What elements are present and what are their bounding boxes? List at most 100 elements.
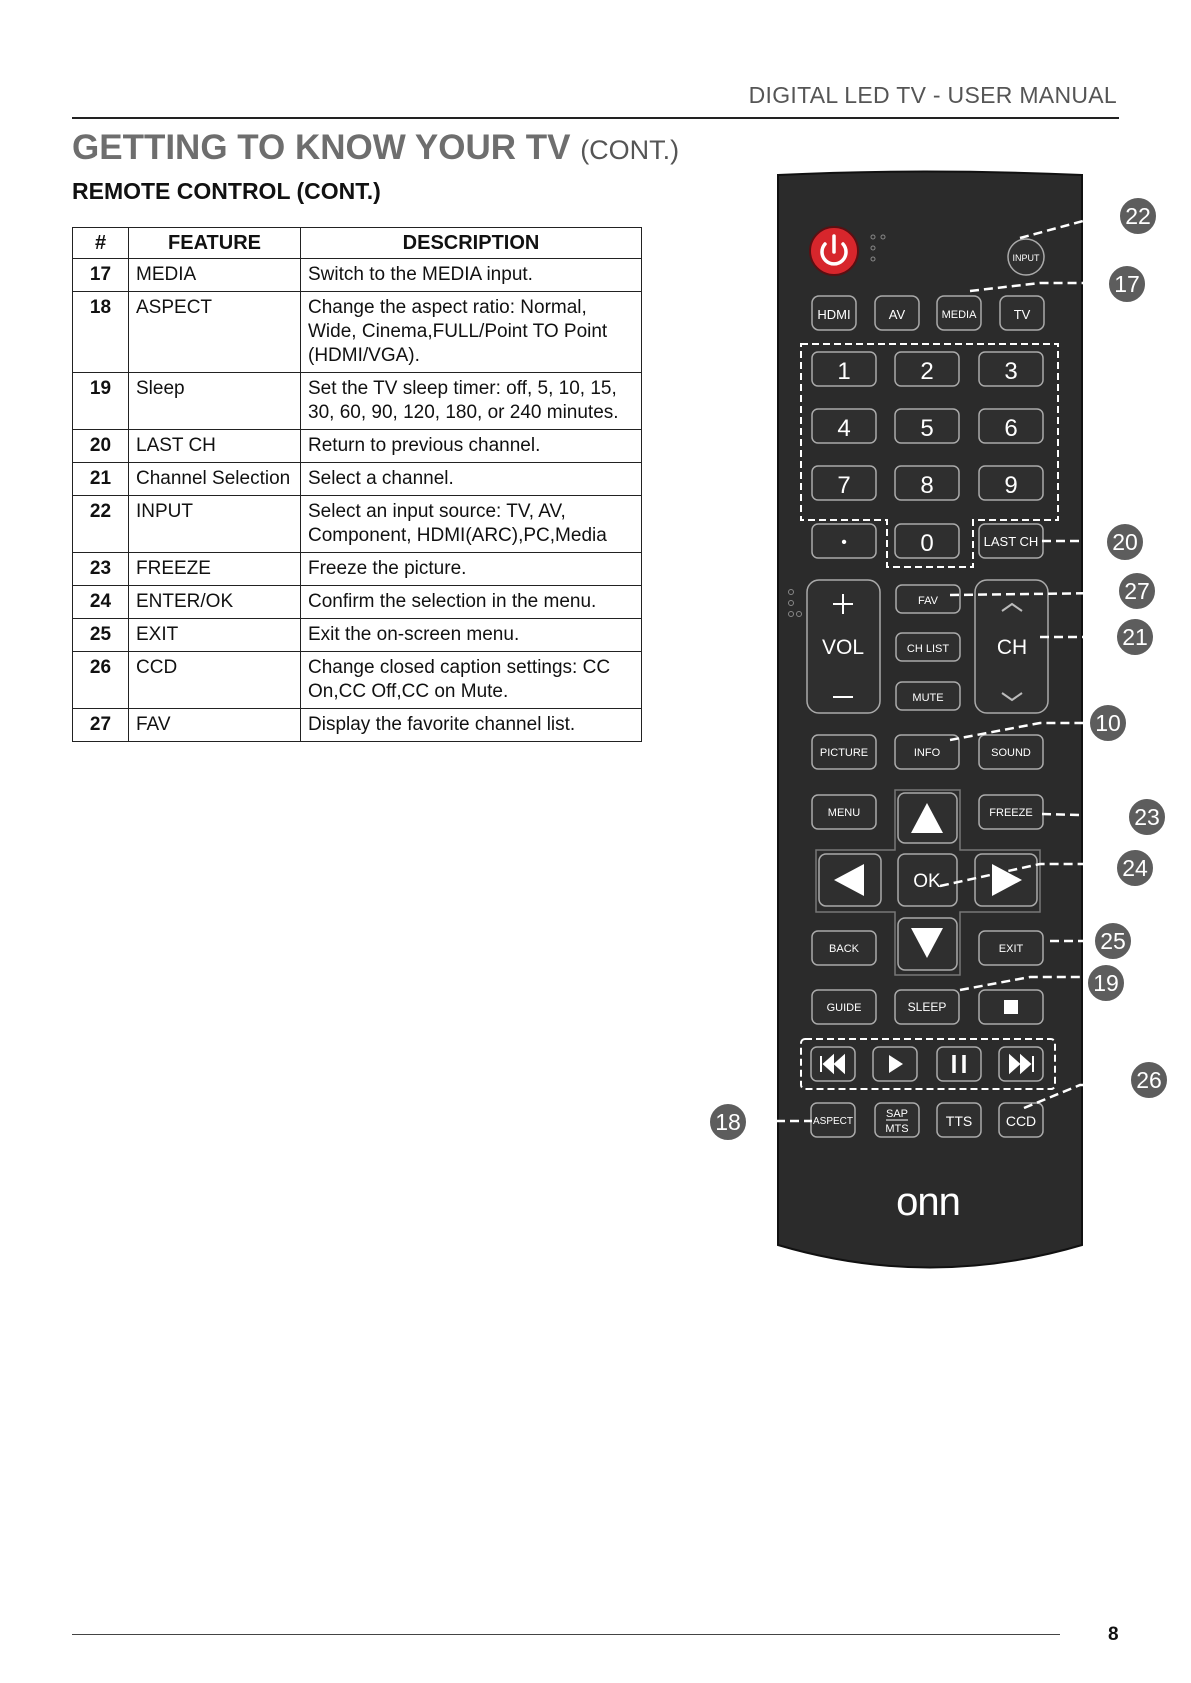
last-ch-label: LAST CH: [984, 534, 1039, 549]
media-button: MEDIA: [936, 295, 982, 331]
brand-logo: onn: [896, 1180, 960, 1224]
callout-23: 23: [1127, 797, 1167, 837]
menu-button: MENU: [811, 794, 877, 830]
number-5-button: 5: [894, 408, 960, 444]
svg-text:18: 18: [715, 1109, 741, 1135]
right-arrow-button: [974, 853, 1038, 907]
aspect-button: ASPECT: [810, 1102, 856, 1138]
ch-list-button: CH LIST: [895, 632, 961, 662]
number-5-label: 5: [920, 415, 933, 442]
row-description: Set the TV sleep timer: off, 5, 10, 15, …: [300, 372, 642, 430]
vol-label: VOL: [822, 636, 864, 659]
row-description: Freeze the picture.: [300, 552, 642, 586]
dot-button: •: [811, 523, 877, 559]
callout-22: 22: [1118, 196, 1158, 236]
ok-label: OK: [913, 871, 941, 892]
dot-label: •: [841, 534, 847, 551]
row-number: 20: [72, 429, 129, 463]
row-feature: ENTER/OK: [128, 585, 301, 619]
number-2-label: 2: [920, 358, 933, 385]
row-description: Return to previous channel.: [300, 429, 642, 463]
page-number: 8: [1108, 1624, 1119, 1645]
callout-21: 21: [1115, 617, 1155, 657]
number-6-label: 6: [1004, 415, 1017, 442]
callout-19: 19: [1086, 963, 1126, 1003]
numeric-keypad-outline: [800, 343, 1059, 568]
tactile-marks: [788, 589, 802, 617]
callout-10: 10: [1088, 703, 1128, 743]
volume-rocker: VOL: [806, 579, 881, 714]
row-description: Exit the on-screen menu.: [300, 618, 642, 652]
row-number: 23: [72, 552, 129, 586]
up-arrow-button: [897, 792, 958, 844]
number-3-label: 3: [1004, 358, 1017, 385]
page-title: GETTING TO KNOW YOUR TV (CONT.): [72, 128, 679, 168]
stop-button: [978, 989, 1044, 1025]
channel-down-icon: [1001, 692, 1023, 702]
mts-label: MTS: [885, 1123, 908, 1135]
page-title-cont: (CONT.): [580, 135, 680, 165]
number-0-label: 0: [920, 530, 933, 557]
row-description: Display the favorite channel list.: [300, 708, 642, 742]
number-1-label: 1: [837, 358, 850, 385]
stop-icon: [1004, 1000, 1018, 1014]
svg-text:27: 27: [1124, 578, 1150, 604]
volume-up-icon: [833, 594, 853, 614]
svg-text:17: 17: [1114, 271, 1140, 297]
column-header-description: DESCRIPTION: [300, 227, 642, 259]
footer-rule: [72, 1634, 1060, 1635]
row-number: 19: [72, 372, 129, 430]
row-number: 24: [72, 585, 129, 619]
input-button: INPUT: [1007, 238, 1045, 276]
guide-label: GUIDE: [827, 1002, 862, 1014]
sap-label: SAP: [886, 1108, 908, 1120]
hdmi-label: HDMI: [817, 307, 850, 322]
manual-title: DIGITAL LED TV - USER MANUAL: [748, 82, 1117, 108]
row-feature: MEDIA: [128, 258, 301, 292]
number-8-button: 8: [894, 465, 960, 501]
column-header-number: #: [72, 227, 129, 259]
svg-text:10: 10: [1095, 710, 1121, 736]
up-arrow-icon: [911, 803, 943, 833]
freeze-label: FREEZE: [989, 807, 1032, 819]
svg-text:19: 19: [1093, 970, 1119, 996]
svg-text:21: 21: [1122, 624, 1148, 650]
rewind-icon: [820, 1053, 845, 1075]
indicator-dots: [870, 234, 886, 262]
picture-button: PICTURE: [811, 734, 877, 770]
guide-button: GUIDE: [811, 989, 877, 1025]
pause-button: [936, 1046, 982, 1082]
row-feature: Channel Selection: [128, 462, 301, 496]
row-description: Switch to the MEDIA input.: [300, 258, 642, 292]
aspect-label: ASPECT: [813, 1116, 853, 1127]
callout-24: 24: [1115, 848, 1155, 888]
freeze-button: FREEZE: [978, 794, 1044, 830]
back-label: BACK: [829, 943, 860, 955]
callout-18: 18: [708, 1102, 748, 1142]
fav-label: FAV: [918, 595, 939, 607]
row-feature: FAV: [128, 708, 301, 742]
number-6-button: 6: [978, 408, 1044, 444]
number-8-label: 8: [920, 472, 933, 499]
sound-button: SOUND: [978, 734, 1044, 770]
row-feature: LAST CH: [128, 429, 301, 463]
down-arrow-button: [897, 917, 958, 971]
row-number: 21: [72, 462, 129, 496]
number-9-button: 9: [978, 465, 1044, 501]
ch-label: CH: [997, 636, 1027, 659]
ccd-button: CCD: [998, 1102, 1044, 1138]
row-description: Select an input source: TV, AV, Componen…: [300, 495, 642, 553]
row-number: 22: [72, 495, 129, 553]
down-arrow-icon: [911, 928, 943, 958]
row-description: Select a channel.: [300, 462, 642, 496]
number-7-button: 7: [811, 465, 877, 501]
menu-label: MENU: [828, 807, 860, 819]
left-arrow-button: [818, 853, 882, 907]
hdmi-button: HDMI: [811, 295, 857, 331]
number-7-label: 7: [837, 472, 850, 499]
